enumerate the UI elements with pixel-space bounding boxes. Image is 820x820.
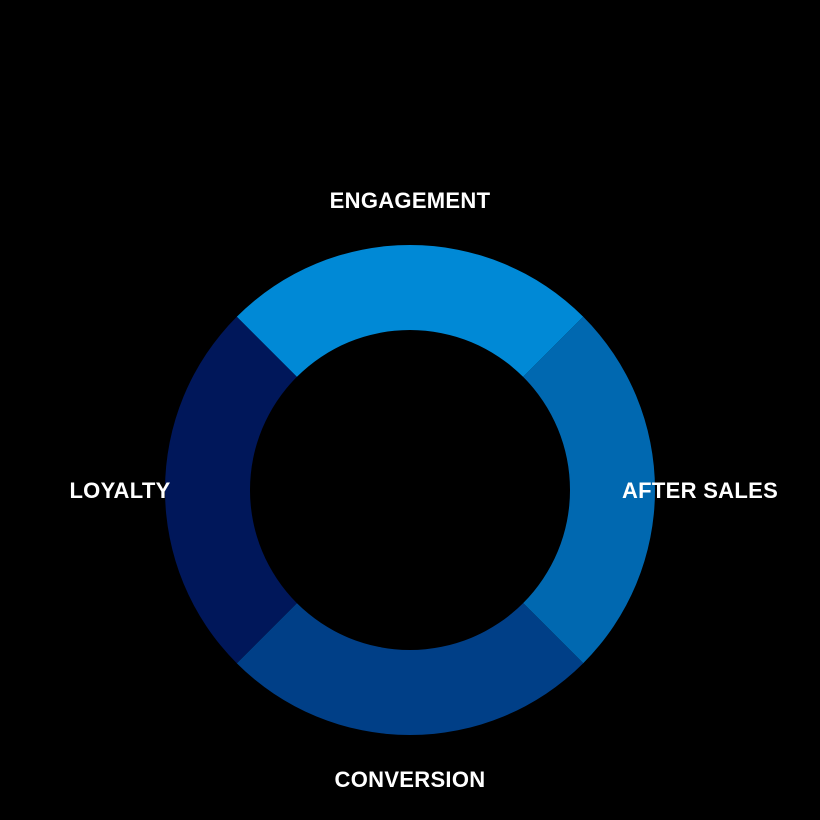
ring-segment-after-sales <box>523 316 655 664</box>
cycle-ring <box>165 245 655 735</box>
ring-segment-loyalty <box>165 316 297 664</box>
stage-label-loyalty: LOYALTY <box>69 478 170 503</box>
stage-label-after-sales: AFTER SALES <box>622 478 778 503</box>
stage-label-engagement: ENGAGEMENT <box>330 188 491 213</box>
ring-segment-conversion <box>236 603 584 735</box>
ring-segment-engagement <box>236 245 584 377</box>
stage-label-conversion: CONVERSION <box>335 767 486 792</box>
